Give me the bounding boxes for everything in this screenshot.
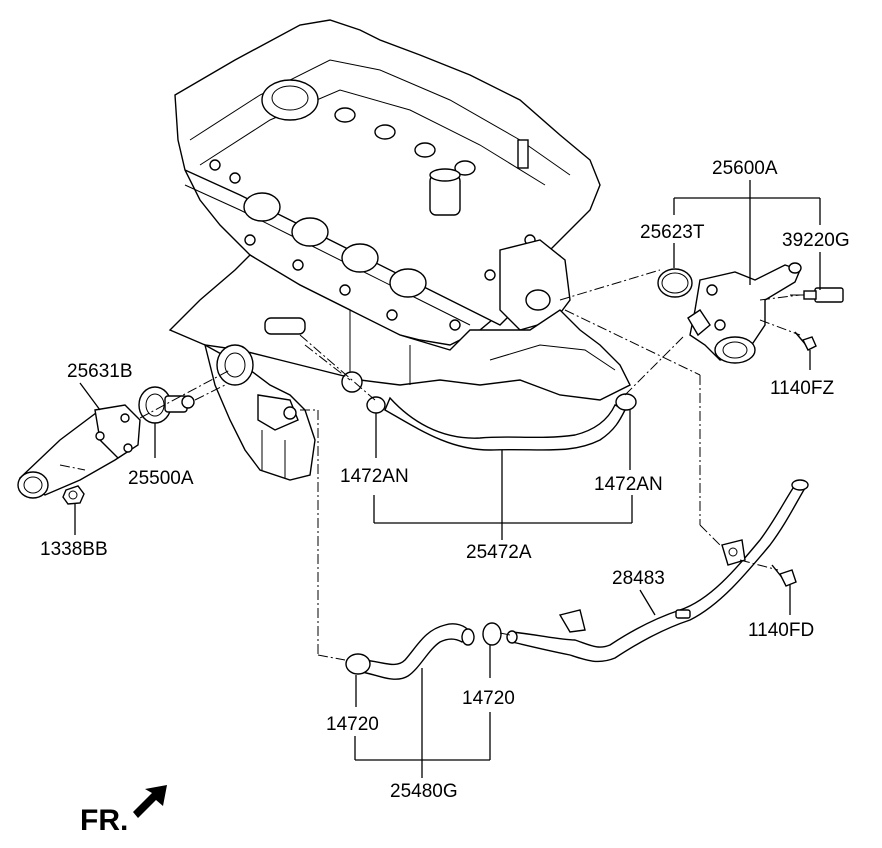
label-25472A: 25472A: [466, 542, 532, 563]
label-25480G: 25480G: [390, 781, 458, 802]
label-1140FZ: 1140FZ: [770, 378, 834, 399]
front-arrow-icon: [133, 785, 167, 818]
part-25600A-outlet: [657, 262, 802, 364]
label-25631B: 25631B: [67, 361, 133, 382]
label-25623T: 25623T: [640, 222, 705, 243]
label-25500A: 25500A: [128, 468, 194, 489]
front-direction-indicator: FR.: [80, 785, 167, 837]
label-1472AN-right: 1472AN: [594, 474, 663, 495]
clamp-14720-right: [482, 622, 502, 646]
part-28483-pipe: [506, 479, 809, 663]
label-39220G: 39220G: [782, 230, 850, 251]
leader-lines: [74, 180, 821, 778]
label-1338BB: 1338BB: [40, 539, 108, 560]
label-1140FD: 1140FD: [748, 620, 814, 641]
part-1140FD-bolt: [771, 564, 797, 587]
part-25480G-hose: [345, 622, 502, 680]
part-39220G-sensor: [790, 287, 844, 303]
part-25631B-housing: [17, 404, 141, 499]
part-25472A-hose: [366, 393, 637, 451]
engine-assembly: [168, 19, 631, 481]
label-1472AN-left: 1472AN: [340, 466, 409, 487]
label-25600A: 25600A: [712, 158, 778, 179]
front-label: FR.: [80, 804, 128, 837]
label-28483: 28483: [612, 568, 665, 589]
part-labels: 25600A 25623T 39220G 1140FZ 25631B 25500…: [40, 158, 850, 802]
part-25500A-thermostat: [138, 386, 195, 424]
label-14720-left: 14720: [326, 714, 379, 735]
clamp-1472AN-left: [366, 396, 386, 414]
label-14720-right: 14720: [462, 688, 515, 709]
part-1338BB-nut: [62, 485, 85, 505]
assembly-guide-lines: [59, 269, 801, 661]
clamp-14720-left: [345, 653, 371, 675]
clamp-1472AN-right: [615, 393, 637, 411]
